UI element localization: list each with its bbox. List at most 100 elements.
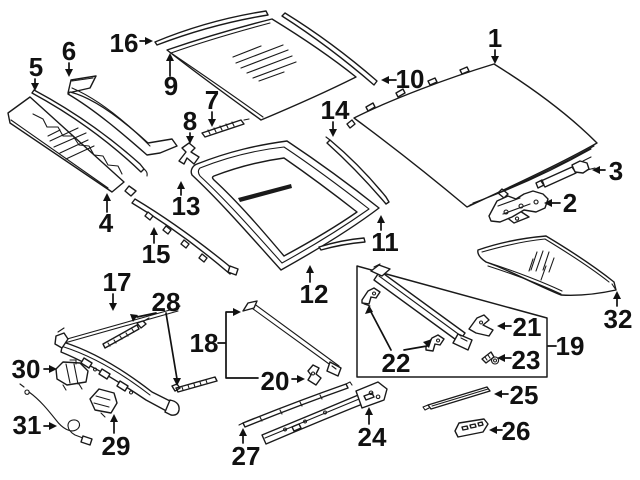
part-side-molding-10[interactable] xyxy=(281,12,378,86)
callout-28-label: 28 xyxy=(152,287,181,317)
callout-22-leaders xyxy=(370,311,428,351)
callout-11[interactable]: 11 xyxy=(371,215,399,257)
part-trim-strip-25[interactable] xyxy=(422,386,491,411)
part-rear-guide-rail-18-ends xyxy=(242,300,342,377)
callout-8[interactable]: 8 xyxy=(183,106,197,144)
part-side-molding-10-outline xyxy=(281,12,378,86)
callout-12[interactable]: 12 xyxy=(300,265,329,309)
callout-15-label: 15 xyxy=(142,239,171,269)
callout-4[interactable]: 4 xyxy=(99,193,114,238)
part-bracket-8[interactable] xyxy=(178,142,200,165)
part-front-molding-16[interactable] xyxy=(154,10,269,46)
callout-17[interactable]: 17 xyxy=(103,267,132,311)
callout-15-arrowhead xyxy=(150,227,158,235)
callout-22[interactable]: 22 xyxy=(365,305,432,378)
callout-26[interactable]: 26 xyxy=(489,416,530,446)
callout-30-arrowhead xyxy=(49,365,57,373)
callout-1[interactable]: 1 xyxy=(488,23,502,64)
callout-6-arrowhead xyxy=(65,69,73,77)
part-guide-strip-7-detail xyxy=(207,118,250,135)
part-clip-26[interactable] xyxy=(454,418,489,438)
part-shade-rail-19[interactable] xyxy=(370,263,473,351)
part-relay-29[interactable] xyxy=(89,388,118,418)
part-clamps-22[interactable] xyxy=(361,287,445,352)
part-roof-panel-1-outline xyxy=(353,63,598,208)
callout-12-arrowhead xyxy=(306,265,314,273)
part-seal-frame-11[interactable] xyxy=(190,140,380,271)
part-side-rail-27[interactable] xyxy=(238,381,353,428)
part-rear-glass-32[interactable] xyxy=(477,235,617,296)
part-mount-bracket-2[interactable] xyxy=(488,190,549,223)
part-side-rail-27-ticks xyxy=(238,381,353,426)
callout-16-label: 16 xyxy=(110,28,139,58)
callout-16[interactable]: 16 xyxy=(110,28,153,58)
part-guide-strip-7[interactable] xyxy=(201,118,250,138)
part-seal-strip-5[interactable] xyxy=(31,89,148,177)
callout-7[interactable]: 7 xyxy=(205,85,219,127)
part-rear-strip-14[interactable] xyxy=(325,136,390,205)
callout-7-arrowhead xyxy=(208,119,216,127)
callout-25[interactable]: 25 xyxy=(494,380,538,410)
part-bracket-21[interactable] xyxy=(468,314,494,337)
part-drive-cables-28[interactable] xyxy=(102,317,218,393)
callout-5-arrowhead xyxy=(31,83,39,91)
callout-29[interactable]: 29 xyxy=(102,414,131,461)
part-guide-tube-17[interactable] xyxy=(56,305,181,345)
part-deflector-panel-4[interactable] xyxy=(7,96,125,193)
part-drain-hose-31[interactable] xyxy=(19,383,93,446)
part-sunroof-glass-9[interactable] xyxy=(166,18,357,121)
part-strut-3[interactable] xyxy=(535,156,596,189)
callout-2-arrowhead xyxy=(544,199,552,207)
part-rear-strip-14-outline xyxy=(326,139,390,205)
callout-31[interactable]: 31 xyxy=(13,410,57,440)
callout-10[interactable]: 10 xyxy=(381,64,424,94)
callout-26-label: 26 xyxy=(502,416,531,446)
callout-15[interactable]: 15 xyxy=(142,227,171,269)
part-rear-guide-rail-18[interactable] xyxy=(242,300,342,377)
part-shade-rail-19-inner xyxy=(373,263,468,342)
callout-19[interactable]: 19 xyxy=(547,331,584,361)
part-roof-panel-1[interactable] xyxy=(346,63,598,224)
part-front-rail-15[interactable] xyxy=(124,185,239,276)
part-front-rail-15-clips xyxy=(124,185,239,276)
callout-32[interactable]: 32 xyxy=(604,291,633,334)
part-clip-20[interactable] xyxy=(307,364,322,386)
part-screw-23[interactable] xyxy=(481,351,500,365)
part-frame-trim-6[interactable] xyxy=(67,75,178,156)
part-side-rail-24-inner xyxy=(264,391,377,439)
callout-18-label: 18 xyxy=(190,328,219,358)
callout-13[interactable]: 13 xyxy=(172,181,201,221)
callout-32-arrowhead xyxy=(613,291,621,299)
callout-3[interactable]: 3 xyxy=(592,156,623,186)
callout-24-arrowhead xyxy=(365,407,373,415)
callout-30[interactable]: 30 xyxy=(12,354,57,384)
callout-18[interactable]: 18 xyxy=(190,308,259,379)
callout-9[interactable]: 9 xyxy=(164,53,178,101)
callout-21[interactable]: 21 xyxy=(497,312,541,342)
part-front-frame-assembly[interactable] xyxy=(54,327,180,416)
callout-14[interactable]: 14 xyxy=(321,95,350,137)
callout-23[interactable]: 23 xyxy=(497,345,540,375)
callout-14-label: 14 xyxy=(321,95,350,125)
callout-9-label: 9 xyxy=(164,71,178,101)
callout-24[interactable]: 24 xyxy=(358,407,387,452)
part-motor-30[interactable] xyxy=(55,359,89,391)
callout-5[interactable]: 5 xyxy=(29,52,43,91)
part-side-rail-24[interactable] xyxy=(261,381,388,445)
callout-7-label: 7 xyxy=(205,85,219,115)
callout-28[interactable]: 28 xyxy=(130,287,181,386)
callout-20-arrowhead xyxy=(297,375,305,383)
callout-27[interactable]: 27 xyxy=(232,428,261,471)
callout-6[interactable]: 6 xyxy=(62,36,76,77)
callout-20[interactable]: 20 xyxy=(261,366,305,396)
callout-2[interactable]: 2 xyxy=(544,188,577,218)
callout-24-label: 24 xyxy=(358,422,387,452)
callout-8-arrowhead xyxy=(186,136,194,144)
part-seal-strip-12[interactable] xyxy=(318,237,366,251)
callout-14-arrowhead xyxy=(329,129,337,137)
part-cable-28a-threads xyxy=(107,317,150,347)
part-drain-hose-31-cable xyxy=(19,383,84,439)
part-relay-29-outline xyxy=(89,388,118,414)
part-clamp-22b xyxy=(425,334,445,352)
